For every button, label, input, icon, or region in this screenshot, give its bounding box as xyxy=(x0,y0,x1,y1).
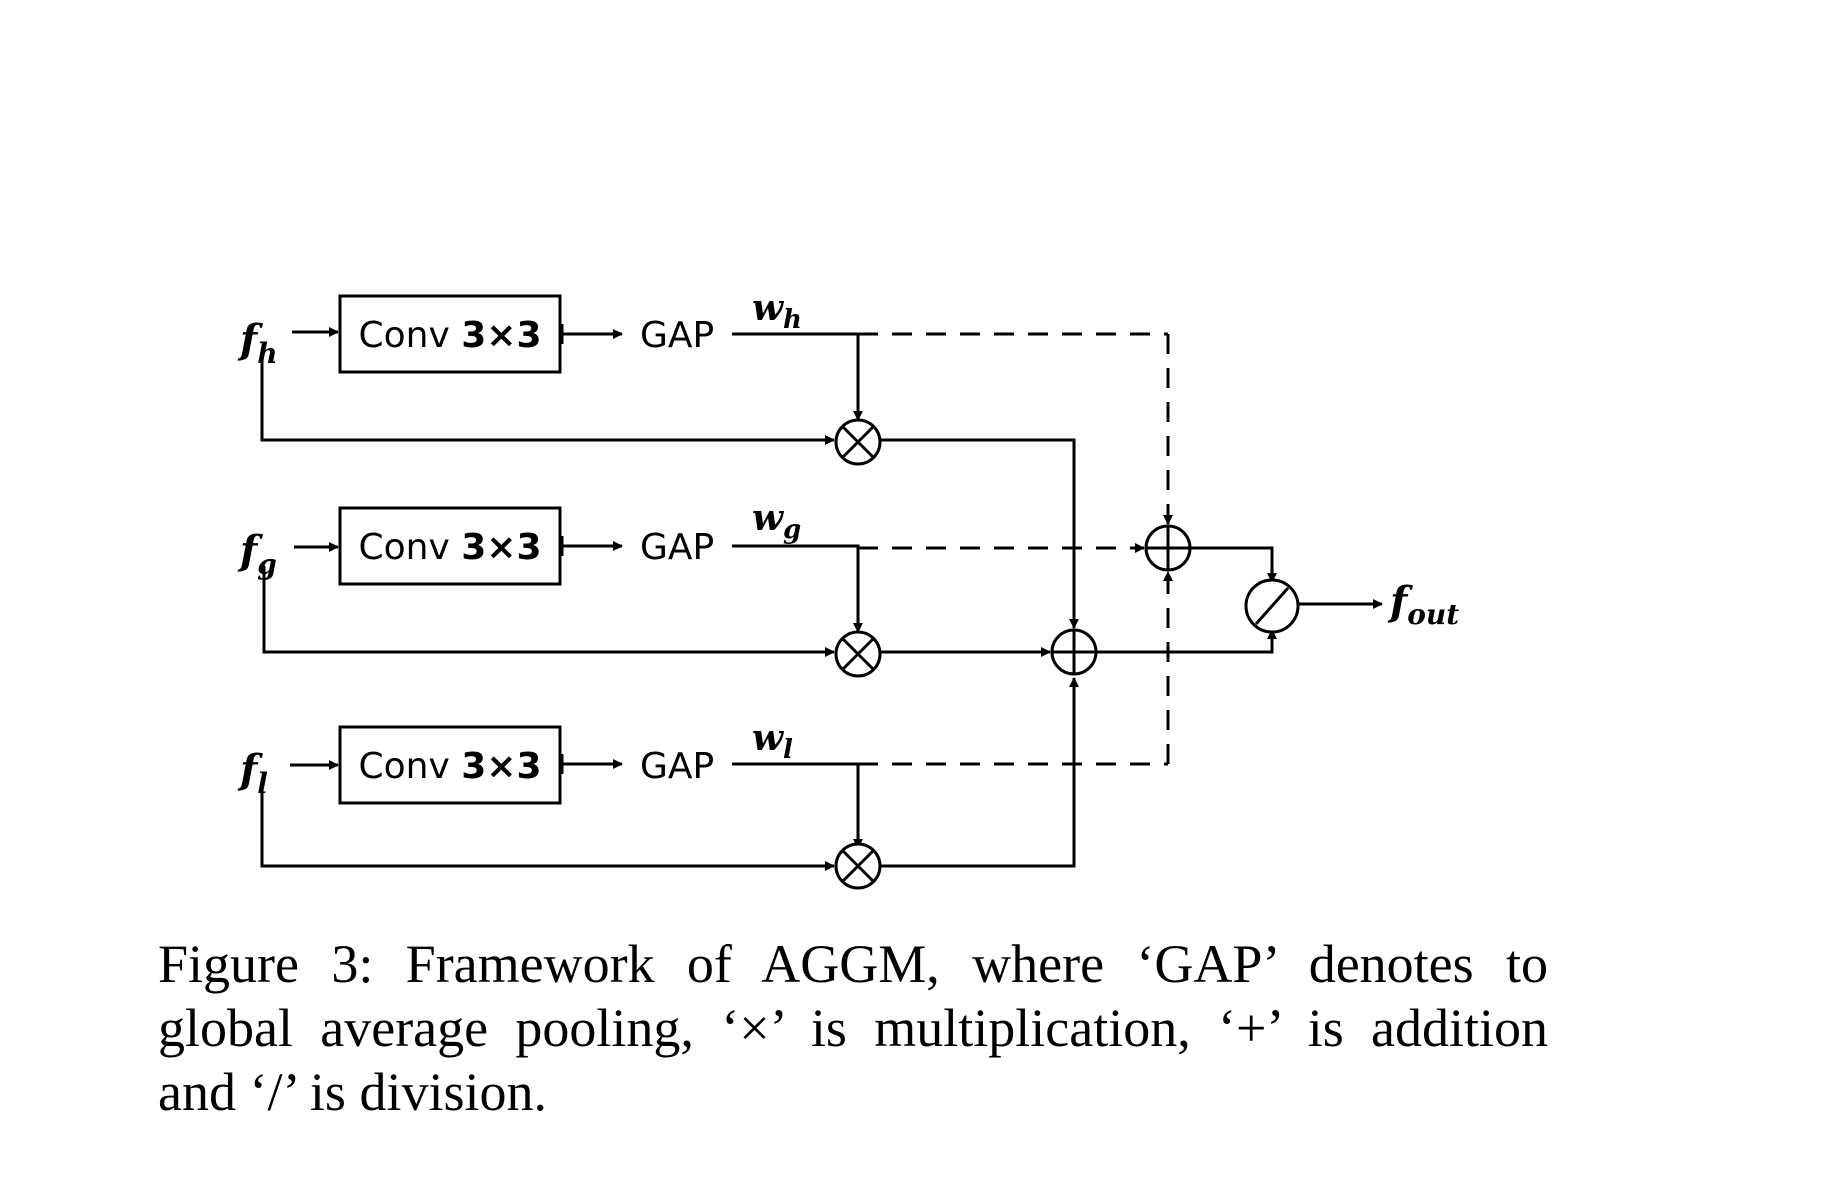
caption-line-1: Figure 3: Framework of AGGM, where ‘GAP’… xyxy=(158,934,1548,994)
connector-mult-h-to-sum xyxy=(880,438,1079,629)
feature-sum-node xyxy=(1050,628,1098,676)
row-g: fg Conv 3×3 GAP wg xyxy=(237,497,1145,678)
row-h: fh Conv 3×3 GAP wh xyxy=(237,287,1173,629)
connector-fh-to-mult xyxy=(260,354,835,445)
weight-sum-node xyxy=(1144,524,1192,572)
connector-fg-to-mult xyxy=(262,566,835,657)
gap-label-g: GAP xyxy=(640,527,714,568)
divide-node xyxy=(1244,578,1300,634)
connector-wg-to-mult xyxy=(732,544,863,633)
figure-caption: Figure 3: Framework of AGGM, where ‘GAP’… xyxy=(158,932,1558,1124)
multiply-node-h xyxy=(834,418,882,466)
connector-feature-sum-to-divide xyxy=(1096,629,1277,654)
weight-label-wl: wl xyxy=(752,717,793,765)
conv-box-l xyxy=(338,725,562,805)
connector-weight-sum-to-divide xyxy=(1190,546,1277,583)
weight-label-wh: wh xyxy=(752,287,802,335)
caption-line-2: global average pooling, ‘×’ is multiplic… xyxy=(158,998,1548,1058)
input-label-fg: fg xyxy=(237,527,277,581)
multiply-node-l xyxy=(834,842,882,890)
conv-label-g: Conv 3×3 xyxy=(359,527,542,568)
connector-wl-to-mult xyxy=(732,762,863,849)
gap-label-l: GAP xyxy=(640,746,714,787)
weight-label-wg: wg xyxy=(752,497,801,545)
connector-wh-to-mult xyxy=(732,332,863,421)
connector-mult-l-to-sum xyxy=(880,677,1079,868)
conv-label-l: Conv 3×3 xyxy=(359,746,542,787)
conv-label-h: Conv 3×3 xyxy=(359,315,542,356)
output-label-fout: fout xyxy=(1387,578,1459,631)
caption-line-3: and ‘/’ is division. xyxy=(158,1062,547,1122)
conv-box-g xyxy=(338,506,562,586)
input-label-fh: fh xyxy=(237,316,278,370)
row-l: fl Conv 3×3 GAP wl xyxy=(237,571,1173,890)
aggm-framework-diagram: fh Conv 3×3 GAP wh fg Conv 3×3 GAP wg xyxy=(237,287,1459,890)
connector-fl-to-mult xyxy=(260,784,835,871)
gap-label-h: GAP xyxy=(640,315,714,356)
multiply-node-g xyxy=(834,630,882,678)
conv-box-h xyxy=(338,294,562,374)
